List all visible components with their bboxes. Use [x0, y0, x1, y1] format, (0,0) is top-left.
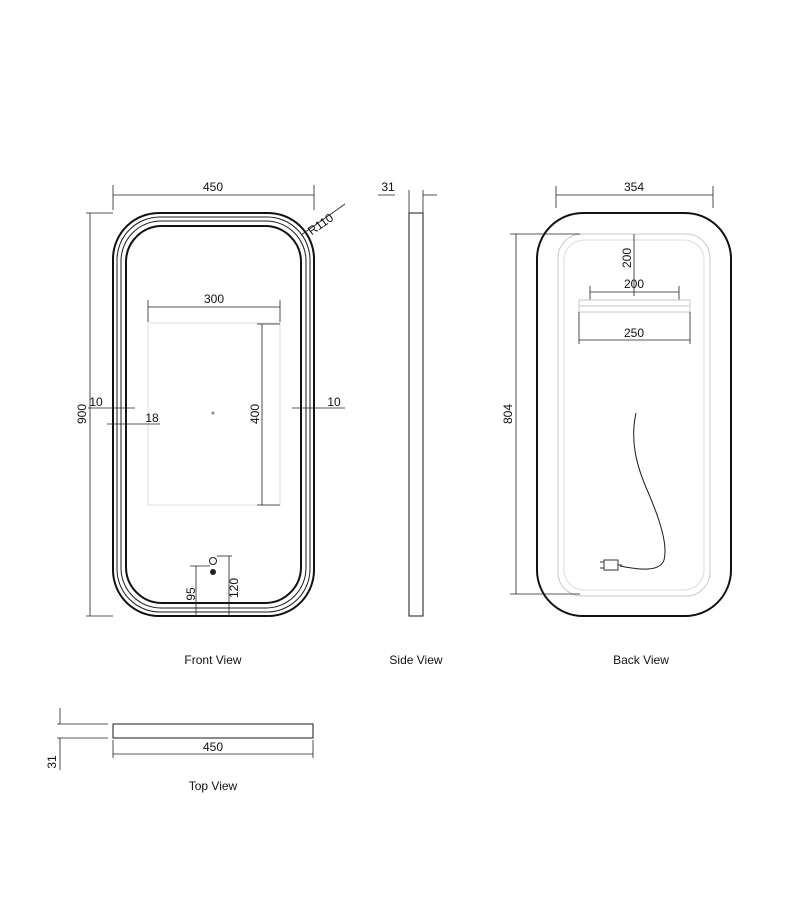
back-view-caption: Back View: [613, 653, 669, 667]
front-dim-left-margin: 10: [89, 395, 103, 409]
front-dim-display-height: 400: [248, 404, 262, 424]
front-dim-height: 900: [75, 404, 89, 424]
front-center-dot: [211, 411, 215, 415]
power-plug-icon: [600, 559, 622, 571]
front-dim-sensor-120: 120: [227, 578, 241, 598]
front-dim-display-width: 300: [204, 292, 224, 306]
back-view: 354 804 200 200 250 Back View: [501, 180, 732, 667]
front-view: 450 R110 900 300 400 10 10 18 95: [75, 180, 346, 667]
side-profile: [408, 212, 424, 617]
front-frame-outer: [112, 212, 315, 617]
back-outline: [536, 212, 732, 617]
back-dim-width: 354: [624, 180, 644, 194]
front-display-area: [147, 322, 281, 506]
side-view: 31 Side View: [378, 180, 443, 667]
back-dim-bracket-width: 250: [624, 326, 644, 340]
front-view-caption: Front View: [184, 653, 241, 667]
top-view: 450 31 Top View: [45, 708, 314, 793]
sensor-button-icon: [209, 557, 217, 565]
front-dim-inset: 18: [145, 411, 159, 425]
side-view-caption: Side View: [389, 653, 442, 667]
back-dim-height: 804: [501, 404, 515, 424]
top-view-caption: Top View: [189, 779, 238, 793]
front-frame-ring-2: [116, 216, 311, 613]
back-dim-bracket-spacing: 200: [624, 277, 644, 291]
back-dim-bracket-offset: 200: [620, 248, 634, 268]
top-dim-depth: 31: [45, 755, 59, 769]
front-dim-sensor-95: 95: [184, 587, 198, 601]
sensor-button-icon-lower: [210, 569, 216, 575]
top-dim-width: 450: [203, 740, 223, 754]
front-dim-width: 450: [203, 180, 223, 194]
side-dim-depth: 31: [381, 180, 395, 194]
top-profile: [112, 723, 314, 739]
power-cable: [619, 412, 666, 570]
front-dim-radius: R110: [305, 210, 336, 238]
front-dim-right-margin: 10: [327, 395, 341, 409]
